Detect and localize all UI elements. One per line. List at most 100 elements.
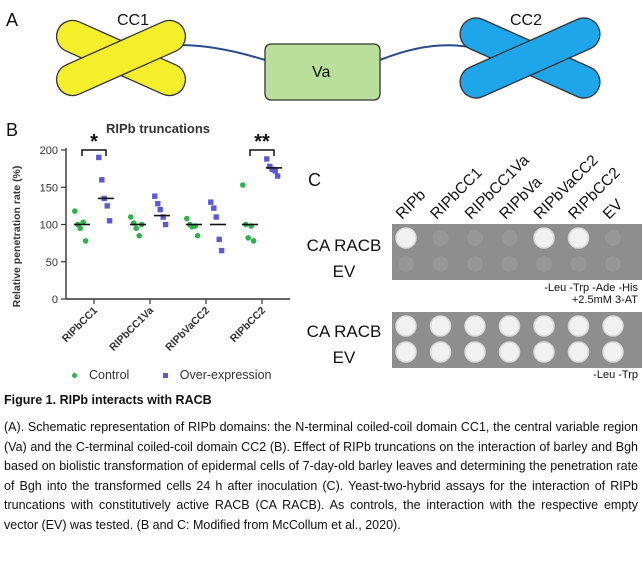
plate1-empty-spot bbox=[605, 230, 621, 246]
plate2-colony bbox=[395, 341, 417, 363]
chart-y-tick-label: 100 bbox=[40, 220, 58, 232]
plate2-colony bbox=[498, 341, 521, 363]
chart-x-tick-label: RIPbCC1Va bbox=[107, 305, 156, 354]
chart-point-overexpression bbox=[269, 166, 275, 173]
chart-y-tick-label: 0 bbox=[52, 294, 58, 306]
chart-point-overexpression bbox=[272, 168, 278, 174]
significance-label: ** bbox=[254, 131, 270, 153]
plate1-empty-spot bbox=[467, 256, 483, 272]
plate1-empty-spot bbox=[432, 256, 449, 272]
chart-point-overexpression bbox=[208, 199, 214, 205]
chart-point-control bbox=[128, 214, 134, 220]
chart-point-control bbox=[82, 238, 89, 244]
plate2-colony bbox=[602, 315, 624, 337]
chart-point-control bbox=[133, 225, 139, 232]
plate2-colony bbox=[567, 341, 590, 363]
chart-point-control bbox=[80, 219, 86, 226]
chart-point-control bbox=[250, 238, 257, 244]
significance-bracket bbox=[81, 149, 107, 156]
plate2-colony bbox=[567, 315, 590, 337]
cc1-label: CC1 bbox=[117, 12, 150, 29]
significance-label: * bbox=[90, 131, 98, 153]
plate1-empty-spot bbox=[501, 230, 518, 246]
chart-y-tick-label: 50 bbox=[46, 257, 58, 269]
plate2-row-label: EV bbox=[332, 348, 356, 367]
chart-y-tick-label: 150 bbox=[40, 182, 58, 194]
va-region-box bbox=[264, 43, 381, 101]
chart-point-control bbox=[194, 232, 201, 239]
chart-point-control bbox=[72, 208, 78, 214]
plate2-colony bbox=[464, 315, 486, 337]
chart-point-overexpression bbox=[218, 247, 225, 254]
plate2-colony bbox=[533, 315, 555, 337]
chart-point-overexpression bbox=[264, 156, 270, 162]
plate2-row-label: CA RACB bbox=[306, 322, 382, 341]
plate-column-label: RIPb bbox=[393, 186, 429, 222]
chart-point-control bbox=[136, 232, 142, 239]
chart-point-overexpression bbox=[160, 214, 166, 220]
chart-point-overexpression bbox=[106, 218, 113, 224]
plate-column-label: EV bbox=[600, 196, 627, 223]
chart-y-tick-label: 200 bbox=[40, 145, 58, 157]
chart-point-overexpression bbox=[162, 221, 169, 228]
plate2-colony bbox=[533, 341, 555, 363]
legend-control-marker bbox=[72, 373, 77, 379]
plate1-colony bbox=[395, 227, 417, 249]
plate2-colony bbox=[395, 315, 417, 337]
chart-point-overexpression bbox=[211, 205, 217, 211]
chart-y-axis-label: Relative penetration rate (%) bbox=[11, 166, 23, 308]
chart-point-control bbox=[245, 235, 251, 241]
legend-overexpression-marker bbox=[162, 373, 168, 379]
plate2-condition-line1: -Leu -Trp bbox=[593, 369, 638, 381]
significance-bracket bbox=[249, 149, 275, 156]
chart-point-control bbox=[240, 182, 246, 188]
plate1-row-labels: CA RACB EV bbox=[302, 233, 386, 285]
chart-point-overexpression bbox=[104, 203, 110, 209]
chart-point-control bbox=[77, 225, 83, 232]
plate1-colony bbox=[533, 227, 555, 249]
penetration-rate-chart: RIPb truncations Relative penetration ra… bbox=[11, 121, 290, 354]
plate1-condition-line2: +2.5mM 3-AT bbox=[571, 294, 638, 306]
figure-caption-title: Figure 1. RIPb interacts with RACB bbox=[4, 393, 212, 407]
legend-control-label: Control bbox=[89, 368, 130, 382]
chart-point-control bbox=[184, 215, 190, 222]
chart-point-overexpression bbox=[157, 206, 163, 213]
domain-schematic bbox=[55, 17, 601, 101]
plate1-condition-line1: -Leu -Trp -Ade -His bbox=[544, 282, 638, 294]
plate1-condition: -Leu -Trp -Ade -His +2.5mM 3-AT bbox=[480, 282, 638, 306]
chart-point-overexpression bbox=[274, 173, 281, 179]
cc2-label: CC2 bbox=[510, 12, 543, 29]
plate2-colony bbox=[602, 341, 624, 363]
yeast-plates: RIPbRIPbCC1RIPbCC1VaRIPbVaRIPbVaCC2RIPbC… bbox=[392, 152, 642, 368]
plate1-empty-spot bbox=[605, 256, 621, 272]
plate-selective bbox=[392, 224, 642, 280]
panel-b-letter: B bbox=[6, 120, 19, 140]
chart-point-overexpression bbox=[267, 163, 273, 170]
va-label: Va bbox=[312, 64, 331, 81]
chart-point-overexpression bbox=[216, 236, 222, 243]
plate1-row-label: EV bbox=[332, 262, 356, 281]
plate1-empty-spot bbox=[501, 256, 518, 272]
plate2-row-labels: CA RACB EV bbox=[302, 319, 386, 371]
chart-x-tick-label: RIPbCC1 bbox=[60, 305, 100, 345]
chart-point-overexpression bbox=[96, 154, 102, 161]
chart-point-overexpression bbox=[152, 193, 158, 199]
legend-overexpression-label: Over-expression bbox=[179, 368, 272, 382]
plate2-colony bbox=[429, 341, 452, 363]
figure-caption-body: (A). Schematic representation of RIPb do… bbox=[4, 420, 638, 532]
cc1-coiled-coil-shape bbox=[55, 19, 187, 97]
cc2-coiled-coil-shape bbox=[459, 17, 601, 99]
chart-title: RIPb truncations bbox=[106, 121, 210, 136]
chart-point-overexpression bbox=[99, 177, 105, 183]
plate2-colony bbox=[429, 315, 452, 337]
plate1-empty-spot bbox=[398, 256, 414, 272]
plate1-empty-spot bbox=[432, 230, 449, 246]
panel-a-letter: A bbox=[6, 10, 19, 30]
chart-point-overexpression bbox=[213, 214, 219, 220]
chart-point-overexpression bbox=[155, 200, 161, 207]
plate1-row-label: CA RACB bbox=[306, 236, 382, 255]
plate2-condition: -Leu -Trp bbox=[480, 369, 638, 381]
chart-legend: Control Over-expression bbox=[72, 368, 271, 382]
chart-x-tick-label: RIPbVaCC2 bbox=[163, 305, 212, 354]
chart-x-tick-label: RIPbCC2 bbox=[228, 305, 268, 345]
